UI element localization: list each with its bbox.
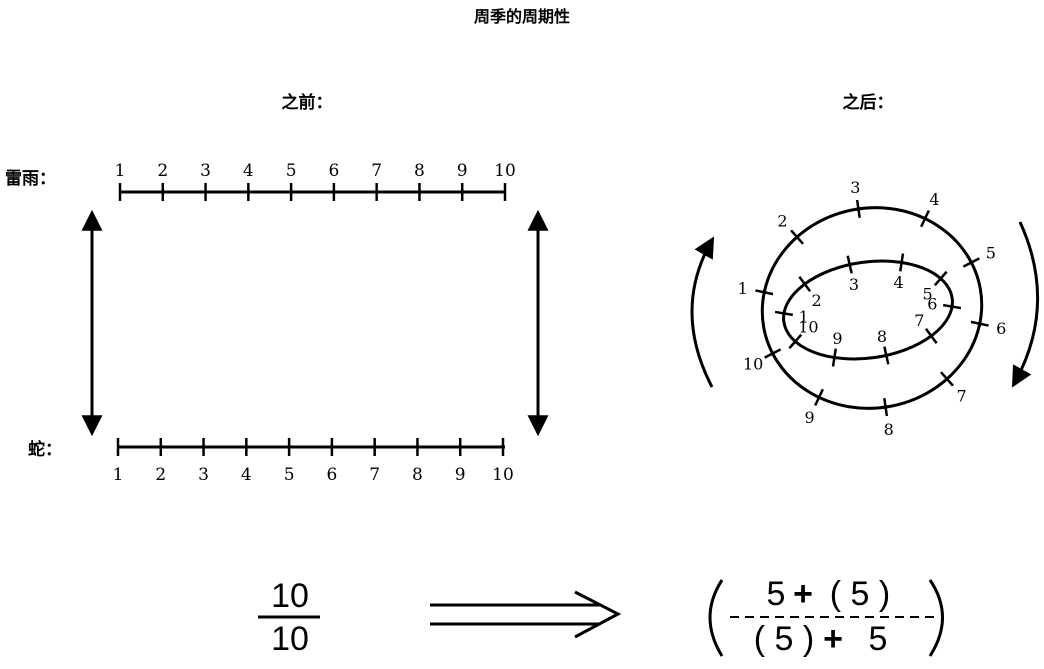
left-fraction: 10 10	[258, 577, 320, 658]
left-cycle-arrow	[690, 236, 715, 388]
bottom-timeline-tick-label: 2	[155, 465, 166, 485]
outer-loop-tick-label: 3	[850, 178, 860, 197]
inner-loop-tick	[883, 346, 890, 365]
bottom-timeline-tick-label: 9	[455, 465, 466, 485]
right-cycle-arrow	[1011, 221, 1040, 388]
bottom-timeline-tick-label: 3	[198, 465, 209, 485]
snake-label: 蛇：	[28, 439, 62, 460]
inner-loop-tick	[846, 255, 853, 274]
thunderstorm-label: 雷雨：	[5, 169, 56, 189]
inner-loop-tick	[788, 333, 803, 350]
numerator-term-b: ( 5 )	[830, 575, 890, 613]
outer-loop-tick-label: 4	[929, 190, 939, 209]
bottom-timeline-tick-label: 10	[492, 465, 514, 485]
inner-loop-tick	[899, 253, 905, 272]
left-paren	[708, 579, 724, 657]
denominator-plus: +	[823, 620, 843, 658]
bottom-timeline-tick-label: 8	[412, 465, 423, 485]
top-timeline-tick-label: 9	[457, 161, 468, 181]
inner-loop-tick	[774, 310, 794, 317]
outer-loop-tick-label: 2	[777, 212, 787, 231]
inner-loop-tick-label: 10	[798, 317, 818, 336]
outer-loop	[760, 206, 984, 410]
inner-loop-tick	[831, 348, 837, 367]
inner-loop-tick-label: 1	[799, 308, 809, 327]
outer-loop-tick-label: 10	[743, 355, 763, 374]
outer-loop-tick	[970, 320, 989, 327]
after-heading: 之后：	[843, 92, 894, 113]
outer-loop-tick-label: 1	[738, 279, 748, 298]
outer-loop-tick	[962, 257, 980, 268]
inner-loop	[782, 259, 954, 361]
right-paren	[928, 579, 944, 657]
inner-loop-tick	[942, 303, 962, 310]
top-timeline: 1 2 3 4 5 6 7 8 9 10	[115, 161, 516, 201]
inner-loop-tick-label: 8	[877, 327, 887, 346]
top-timeline-tick-label: 5	[286, 161, 297, 181]
inner-loop-tick-label: 3	[849, 275, 859, 294]
inner-loop-tick-label: 9	[832, 329, 842, 348]
outer-loop-tick	[855, 199, 861, 218]
outer-loop-tick-label: 8	[884, 420, 894, 439]
inner-loop-tick-label: 5	[922, 285, 932, 304]
denominator-term-a: ( 5 )	[754, 620, 814, 658]
top-timeline-tick-label: 7	[371, 161, 382, 181]
outer-loop-tick-label: 9	[804, 408, 814, 427]
outer-loop-tick	[814, 388, 824, 407]
outer-loop-tick	[883, 398, 889, 417]
bottom-timeline: 1 2 3 4 5 6 7 8 9 10	[113, 438, 514, 485]
right-fraction: 5 + ( 5 ) ( 5 ) + 5	[708, 575, 944, 658]
bottom-timeline-tick-label: 1	[113, 465, 124, 485]
top-timeline-tick-label: 8	[414, 161, 425, 181]
inner-loop-tick	[924, 328, 938, 344]
page-title: 周季的周期性	[474, 7, 570, 26]
bottom-timeline-tick-label: 7	[369, 465, 380, 485]
outer-loop-tick-label: 6	[996, 319, 1006, 338]
inner-loop-tick-label: 2	[812, 291, 822, 310]
inner-loop-tick-label: 6	[927, 294, 937, 313]
outer-loop-tick	[920, 209, 930, 228]
top-timeline-tick-label: 4	[243, 161, 254, 181]
outer-loop-tick	[940, 371, 954, 387]
inner-loop-tick-label: 4	[893, 273, 903, 292]
numerator-term-a: 5	[767, 575, 786, 613]
left-numerator: 10	[271, 577, 309, 615]
outer-loop-tick-label: 7	[956, 386, 966, 405]
top-timeline-tick-label: 2	[157, 161, 168, 181]
before-heading: 之前：	[282, 92, 333, 113]
denominator-term-b: 5	[869, 620, 888, 658]
bottom-timeline-tick-label: 4	[241, 465, 252, 485]
outer-loop-tick	[764, 348, 782, 359]
top-timeline-tick-label: 1	[115, 161, 126, 181]
top-timeline-tick-label: 3	[200, 161, 211, 181]
inner-loop-tick-label: 7	[914, 311, 924, 330]
numerator-plus: +	[793, 575, 813, 613]
bottom-timeline-tick-label: 5	[284, 465, 295, 485]
bottom-timeline-tick-label: 6	[326, 465, 337, 485]
inner-loop-tick	[933, 270, 948, 287]
left-denominator: 10	[271, 620, 309, 658]
top-timeline-tick-label: 6	[328, 161, 339, 181]
top-timeline-tick-label: 10	[494, 161, 516, 181]
inner-loop-tick	[798, 276, 812, 292]
outer-loop-tick-label: 5	[986, 243, 996, 262]
outer-loop-tick	[790, 229, 804, 245]
outer-loop-tick	[755, 289, 774, 296]
implies-arrow	[430, 590, 622, 639]
